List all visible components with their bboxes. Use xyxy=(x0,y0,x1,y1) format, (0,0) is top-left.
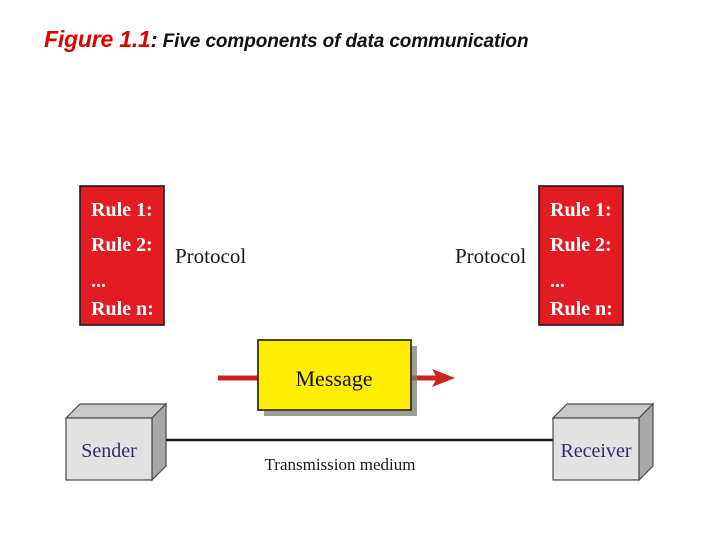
figure-caption: Figure 1.1:Five components of data commu… xyxy=(44,26,529,53)
protocol-left-rule-2: Rule 2: xyxy=(91,234,153,256)
protocol-right-rule-ellipsis: ... xyxy=(550,270,565,292)
sender-node-label: Sender xyxy=(81,440,137,462)
message-box-label: Message xyxy=(296,366,373,391)
figure-number-label: Figure 1.1 xyxy=(44,26,151,52)
receiver-node-side-face xyxy=(638,402,654,482)
protocol-left-rule-ellipsis: ... xyxy=(91,270,106,292)
protocol-box-right: Rule 1: Rule 2: ... Rule n: xyxy=(538,185,624,326)
sender-node-top-face xyxy=(64,403,168,419)
protocol-right-rule-1: Rule 1: xyxy=(550,199,612,221)
receiver-node-top-face xyxy=(551,403,655,419)
protocol-box-left-rect xyxy=(79,185,165,326)
message-box: Message xyxy=(257,339,417,416)
transmission-medium-label: Transmission medium xyxy=(265,455,416,474)
protocol-box-right-rect xyxy=(538,185,624,326)
figure-caption-colon: : xyxy=(150,29,158,52)
protocol-label-right: Protocol xyxy=(455,244,526,268)
protocol-box-left: Rule 1: Rule 2: ... Rule n: xyxy=(79,185,165,326)
protocol-left-rule-n: Rule n: xyxy=(91,298,154,320)
sender-node-front-face xyxy=(65,417,153,481)
sender-node-side-face xyxy=(151,402,167,482)
message-box-rect xyxy=(257,339,412,411)
protocol-label-left: Protocol xyxy=(175,244,246,268)
receiver-node-front-face xyxy=(552,417,640,481)
receiver-node: Receiver xyxy=(551,402,655,482)
protocol-left-rule-1: Rule 1: xyxy=(91,199,153,221)
sender-node: Sender xyxy=(64,402,168,482)
protocol-right-rule-n: Rule n: xyxy=(550,298,613,320)
protocol-right-rule-2: Rule 2: xyxy=(550,234,612,256)
receiver-node-label: Receiver xyxy=(560,440,631,462)
message-arrow-head-icon xyxy=(432,369,455,387)
figure-title-text: Five components of data communication xyxy=(162,31,529,52)
